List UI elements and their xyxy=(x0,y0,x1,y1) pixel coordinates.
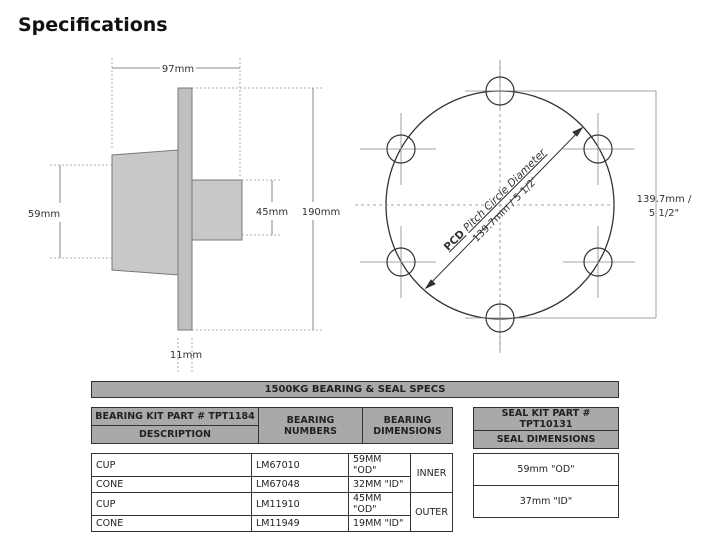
group-cell: INNER xyxy=(410,453,453,493)
flange-thickness-dimension: 11mm xyxy=(170,350,202,361)
bearing-dimensions-header: BEARING DIMENSIONS xyxy=(362,407,453,444)
hub-and-pcd-diagram: 97mm 59mm 45mm 190mm 11mm PCD Pitch Circ… xyxy=(28,58,692,372)
desc-cell: CONE xyxy=(91,515,252,532)
number-cell: LM67010 xyxy=(251,453,349,477)
dim-cell: 19MM "ID" xyxy=(348,515,411,532)
bearing-table: CUP LM67010 59MM "OD" INNER CONE LM67048… xyxy=(91,453,453,532)
flange-od-dimension: 190mm xyxy=(302,207,341,218)
dim-cell: 59MM "OD" xyxy=(348,453,411,477)
table-row: CONE LM11949 19MM "ID" xyxy=(91,515,453,532)
seal-header-table: SEAL KIT PART # TPT10131 SEAL DIMENSIONS xyxy=(473,407,619,449)
cone-od-dimension: 59mm xyxy=(28,209,60,220)
dim-cell: 45MM "OD" xyxy=(348,492,411,516)
table-row: CUP LM67010 59MM "OD" INNER xyxy=(91,453,453,493)
number-cell: LM11949 xyxy=(251,515,349,532)
desc-cell: CONE xyxy=(91,476,252,493)
seal-kit-header: SEAL KIT PART # TPT10131 xyxy=(473,407,619,431)
pcd-side-value-2: 5 1/2" xyxy=(649,208,679,219)
desc-cell: CUP xyxy=(91,492,252,516)
bearing-header-table: BEARING KIT PART # TPT1184 BEARING NUMBE… xyxy=(91,407,453,444)
table-row: CUP LM11910 45MM "OD" OUTER xyxy=(91,492,453,532)
stub-od-dimension: 45mm xyxy=(256,207,288,218)
pcd-side-value-1: 139.7mm / xyxy=(637,194,692,205)
dim-cell: 32MM "ID" xyxy=(348,476,411,493)
number-cell: LM67048 xyxy=(251,476,349,493)
bearing-kit-header: BEARING KIT PART # TPT1184 xyxy=(91,407,259,426)
group-cell: OUTER xyxy=(410,492,453,532)
pcd-view xyxy=(355,60,657,353)
specs-title: 1500KG BEARING & SEAL SPECS xyxy=(91,381,619,398)
hub-side-view xyxy=(50,58,323,372)
seal-table: 59mm "OD" 37mm "ID" xyxy=(473,453,619,518)
page-title: Specifications xyxy=(18,14,168,36)
length-dimension: 97mm xyxy=(162,64,194,75)
svg-text:PCD Pitch Circle Diamete: PCD Pitch Circle Diameter xyxy=(442,146,549,253)
seal-cell: 37mm "ID" xyxy=(473,485,619,518)
seal-cell: 59mm "OD" xyxy=(473,453,619,486)
number-cell: LM11910 xyxy=(251,492,349,516)
description-header: DESCRIPTION xyxy=(91,425,259,444)
desc-cell: CUP xyxy=(91,453,252,477)
seal-dimensions-header: SEAL DIMENSIONS xyxy=(473,430,619,449)
bearing-numbers-header: BEARING NUMBERS xyxy=(258,407,363,444)
pcd-label: Pitch Circle Diameter xyxy=(461,146,549,234)
table-row: CONE LM67048 32MM "ID" xyxy=(91,476,453,493)
